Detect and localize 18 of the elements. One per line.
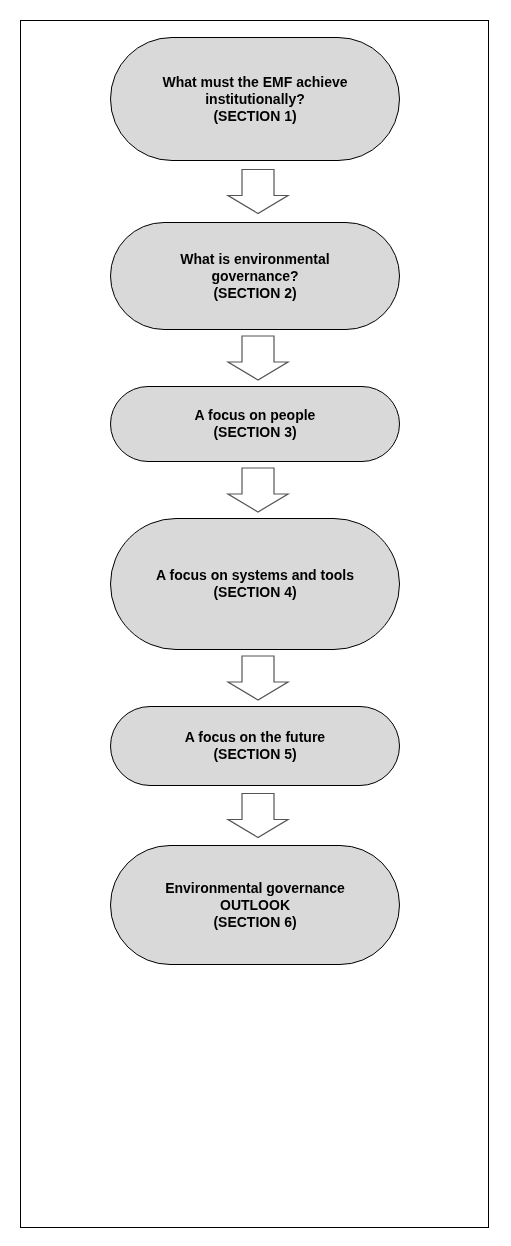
node-title: Environmental governance — [165, 879, 345, 897]
section-label: (SECTION 5) — [213, 746, 297, 763]
section-label: (SECTION 6) — [213, 913, 297, 931]
node-title: What must the EMF achieve institutionally? — [161, 73, 349, 108]
node-title: A focus on systems and tools — [156, 567, 354, 584]
node-title: A focus on the future — [184, 729, 326, 746]
block-arrow — [225, 467, 291, 513]
section-label: (SECTION 1) — [213, 107, 297, 125]
section-label: (SECTION 2) — [213, 284, 297, 302]
section-label: (SECTION 4) — [213, 584, 297, 601]
section-label: (SECTION 3) — [213, 424, 297, 441]
block-arrow — [225, 655, 291, 701]
block-arrow — [225, 335, 291, 381]
node-title: What is environmental governance? — [179, 250, 331, 285]
node-title: A focus on people — [194, 407, 316, 424]
block-arrow — [225, 168, 291, 215]
node-title: OUTLOOK — [220, 896, 290, 914]
block-arrow — [225, 792, 291, 839]
